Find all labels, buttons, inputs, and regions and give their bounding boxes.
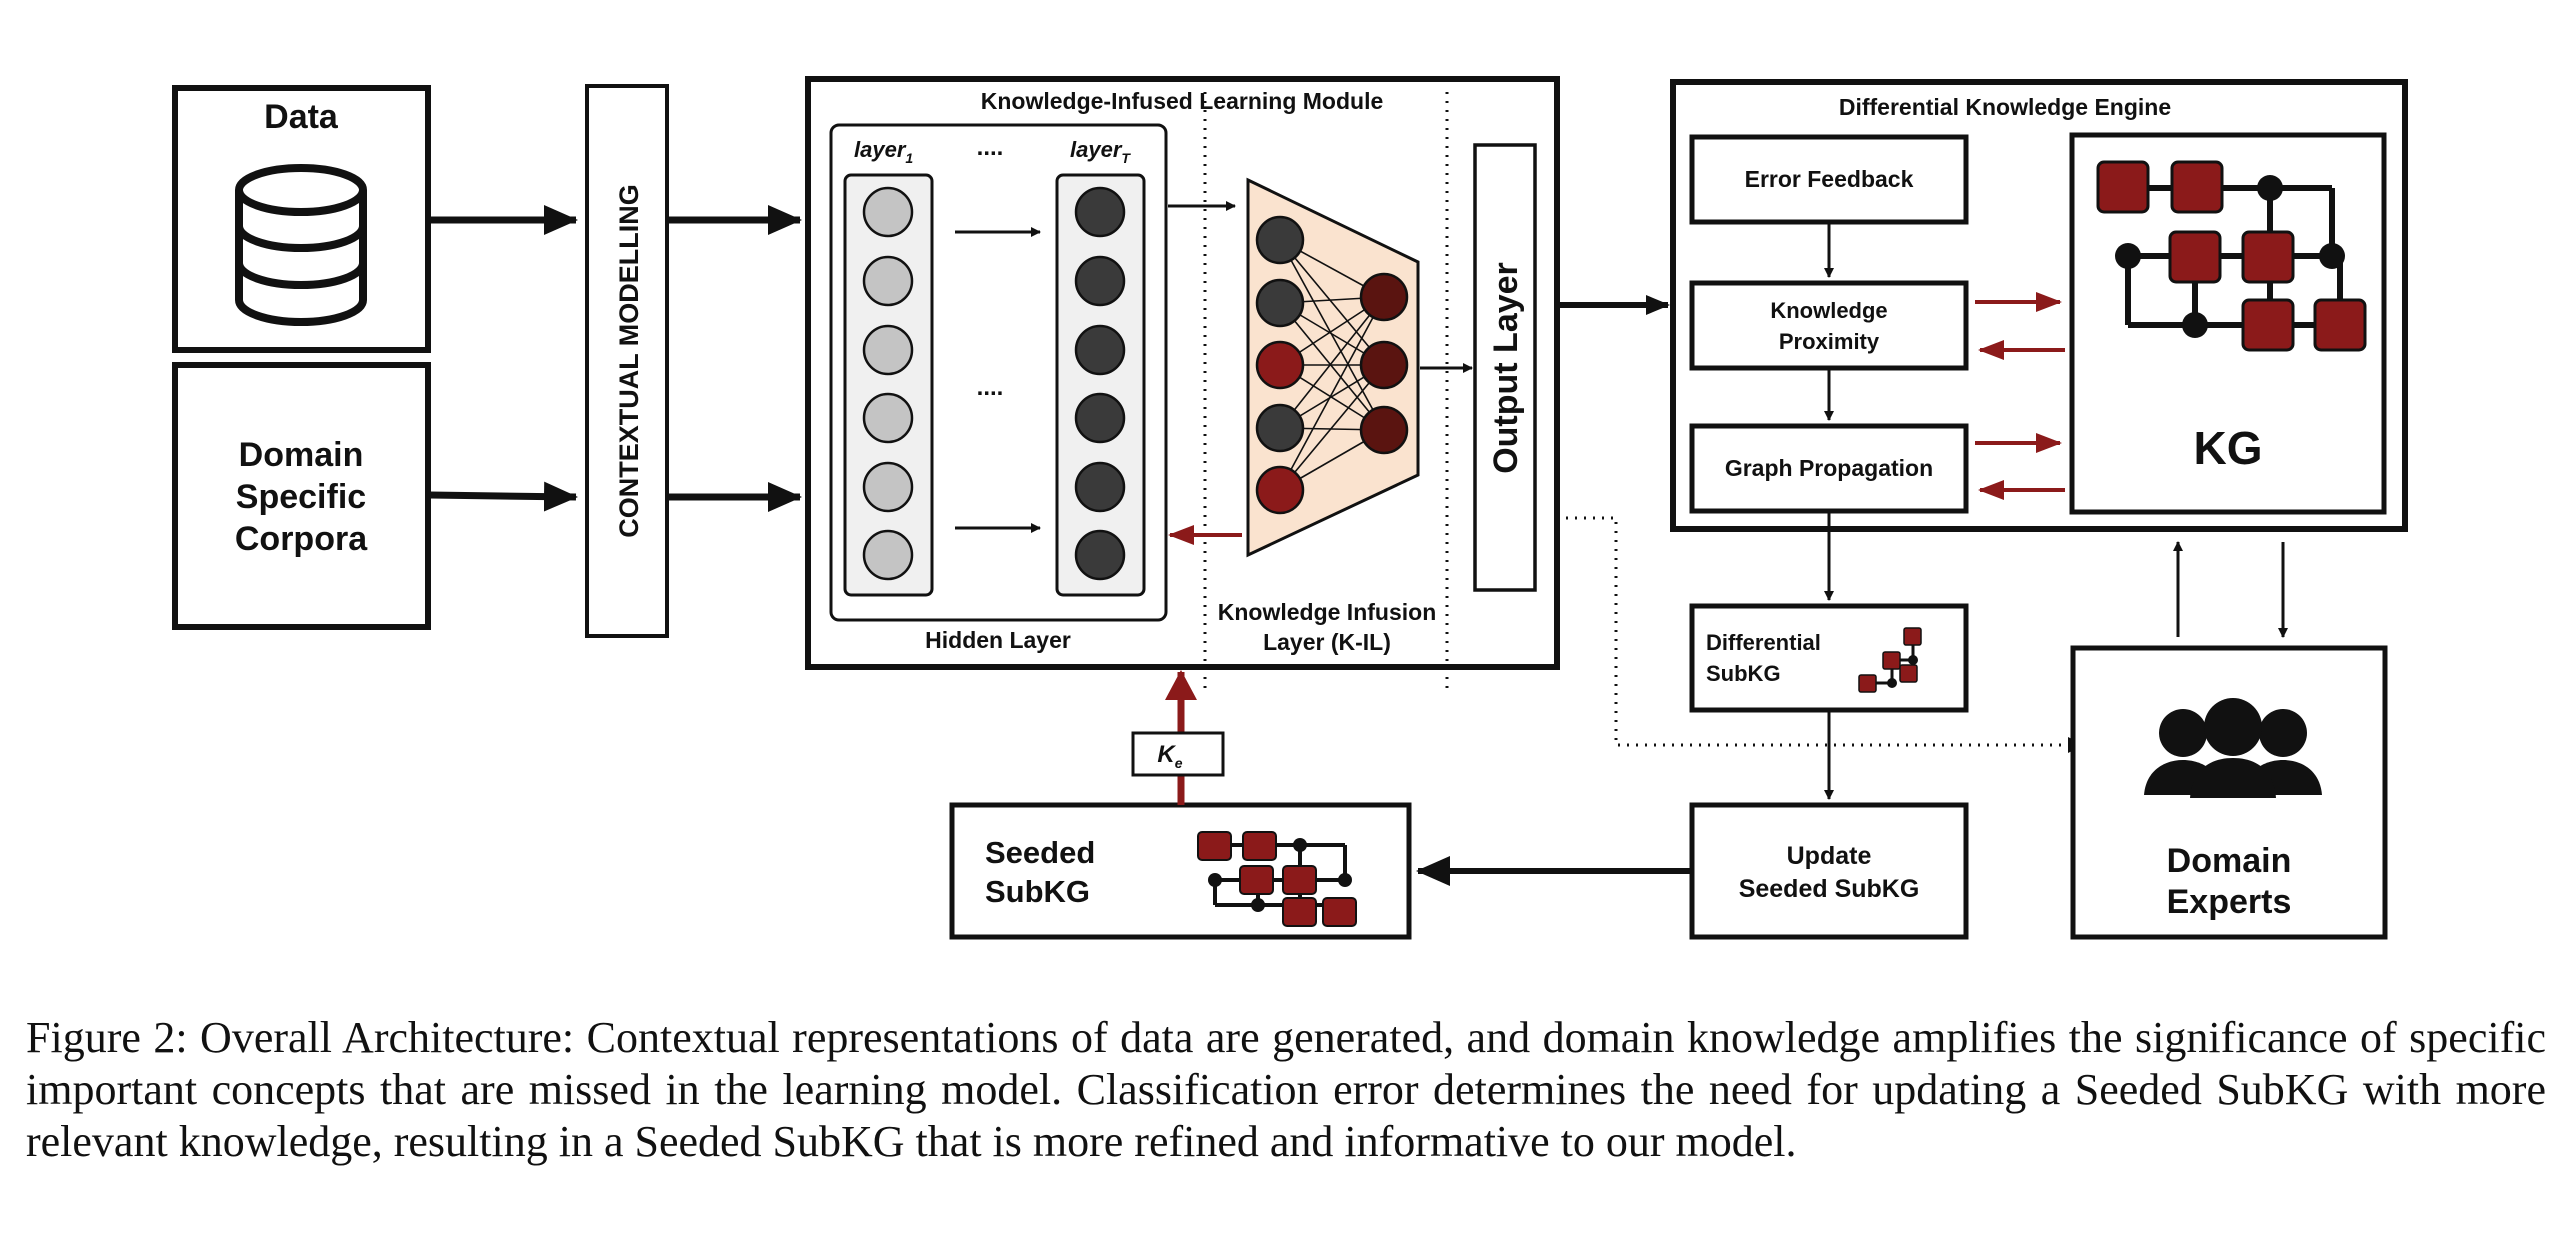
graph-propagation-label: Graph Propagation (1725, 455, 1933, 481)
corpora-line1: Domain (239, 436, 364, 474)
seeded-knowledge-graph-icon (1197, 831, 1357, 927)
layers-ellipsis-middle: .... (977, 374, 1004, 401)
layer1-node (862, 461, 914, 513)
error-feedback-label: Error Feedback (1745, 166, 1914, 192)
contextual-modelling-box: CONTEXTUAL MODELLING (585, 84, 669, 638)
layer1-node (862, 392, 914, 444)
layerT-node (1074, 186, 1126, 238)
figure-caption: Figure 2: Overall Architecture: Contextu… (26, 1013, 2546, 1166)
output-to-experts-dotted-line (1557, 516, 2068, 747)
layers-ellipsis-top: .... (977, 134, 1004, 161)
architecture-diagram: Data Domain Specific Corpora CONTEXTUAL … (172, 76, 2408, 940)
hidden-layer-label: Hidden Layer (925, 627, 1071, 653)
corpora-line2: Specific (236, 478, 366, 516)
small-knowledge-graph-icon (1858, 627, 1922, 693)
proximity-line2: Proximity (1779, 329, 1880, 354)
corpora-to-context-arrow (429, 481, 578, 512)
ke-label: Ke (1157, 741, 1182, 771)
learning-module: Knowledge-Infused Learning Module layer1… (805, 76, 1560, 690)
seeded-subkg-box: Seeded SubKG (949, 802, 1412, 940)
update-line1: Update (1787, 842, 1872, 870)
knowledge-proximity-box: Knowledge Proximity (1689, 280, 1969, 371)
error-feedback-box: Error Feedback (1689, 134, 1969, 225)
layer1-label: layer1 (854, 137, 913, 166)
users-group-icon (2144, 698, 2322, 798)
layer1-column (843, 173, 934, 597)
layerT-node (1074, 529, 1126, 581)
differential-subkg-box: Differential SubKG (1689, 603, 1969, 713)
corpora-box: Domain Specific Corpora (172, 362, 431, 630)
seeded-line2: SubKG (985, 874, 1090, 909)
kil-output-node (1359, 405, 1409, 455)
update-seeded-subkg-box: Update Seeded SubKG (1689, 802, 1969, 940)
seeded-line1: Seeded (985, 835, 1095, 870)
output-layer-label: Output Layer (1487, 262, 1525, 474)
layer1-node (862, 186, 914, 238)
kil-input-node (1255, 403, 1305, 453)
engine-title: Differential Knowledge Engine (1839, 94, 2171, 120)
kil-knowledge-node (1255, 340, 1305, 390)
knowledge-infusion-layer (1246, 177, 1420, 558)
data-box: Data (172, 85, 431, 353)
diffsubkg-line1: Differential (1706, 630, 1821, 655)
kil-label-line1: Knowledge Infusion (1218, 599, 1437, 625)
kil-input-node (1255, 215, 1305, 265)
layer1-node (862, 529, 914, 581)
diffsubkg-line2: SubKG (1706, 661, 1781, 686)
database-icon (235, 164, 367, 326)
kil-output-node (1359, 340, 1409, 390)
layerT-node (1074, 324, 1126, 376)
domain-experts-box: Domain Experts (2070, 645, 2388, 940)
experts-line1: Domain (2167, 842, 2292, 880)
output-layer-box: Output Layer (1473, 143, 1537, 592)
layer1-node (862, 255, 914, 307)
kil-output-node (1359, 272, 1409, 322)
data-title: Data (264, 98, 339, 136)
differential-knowledge-engine: Differential Knowledge Engine Error Feed… (1670, 79, 2408, 532)
kil-label-line2: Layer (K-IL) (1263, 629, 1391, 655)
layer1-node (862, 324, 914, 376)
layerT-label: layerT (1070, 137, 1131, 166)
graph-propagation-box: Graph Propagation (1689, 423, 1969, 514)
kg-label: KG (2194, 422, 2263, 474)
layerT-node (1074, 392, 1126, 444)
kg-box: KG (2069, 132, 2387, 515)
knowledge-graph-icon (2096, 160, 2367, 352)
layerT-node (1074, 461, 1126, 513)
corpora-line3: Corpora (235, 520, 368, 558)
kil-knowledge-node (1255, 465, 1305, 515)
layerT-node (1074, 255, 1126, 307)
experts-line2: Experts (2167, 883, 2292, 921)
layerT-column (1055, 173, 1146, 597)
learning-module-title: Knowledge-Infused Learning Module (981, 88, 1384, 114)
kil-input-node (1255, 278, 1305, 328)
update-line2: Seeded SubKG (1739, 875, 1920, 903)
ke-box: Ke (1131, 731, 1225, 777)
contextual-modelling-label: CONTEXTUAL MODELLING (614, 184, 644, 538)
proximity-line1: Knowledge (1770, 298, 1887, 323)
